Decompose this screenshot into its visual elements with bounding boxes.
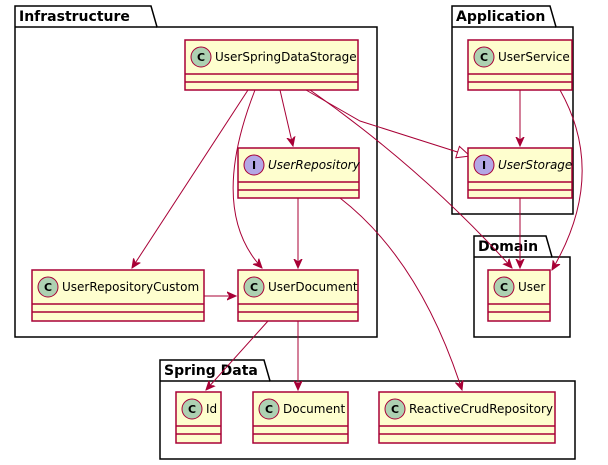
class-document[interactable]: C Document	[252, 391, 349, 444]
stereotype-letter: C	[44, 281, 52, 294]
edge-user-repository-to-reactive-crud-repository	[339, 197, 462, 390]
class-circle-icon: C	[37, 276, 59, 298]
edge-user-spring-data-storage-to-user	[309, 89, 512, 268]
class-reactive-crud-repository[interactable]: C ReactiveCrudRepository	[378, 391, 556, 444]
class-circle-icon: C	[384, 398, 406, 420]
class-name: ReactiveCrudRepository	[409, 402, 553, 416]
stereotype-letter: C	[197, 51, 205, 64]
package-title-domain: Domain	[478, 239, 538, 255]
stereotype-letter: I	[482, 159, 486, 172]
stereotype-letter: C	[188, 403, 196, 416]
class-name: UserRepository	[268, 158, 361, 172]
class-circle-icon: C	[243, 276, 265, 298]
class-name: UserDocument	[268, 280, 358, 294]
class-name: User	[518, 280, 545, 294]
class-user-service[interactable]: C UserService	[467, 39, 573, 91]
stereotype-letter: C	[265, 403, 273, 416]
class-user-repository-custom[interactable]: C UserRepositoryCustom	[31, 269, 205, 322]
stereotype-letter: C	[500, 281, 508, 294]
class-name: UserRepositoryCustom	[62, 280, 199, 294]
package-title-spring-data: Spring Data	[164, 363, 258, 379]
edge-user-service-to-user	[552, 89, 583, 270]
class-circle-icon: C	[258, 398, 280, 420]
class-circle-icon: C	[190, 46, 212, 68]
stereotype-letter: C	[480, 51, 488, 64]
interface-circle-icon: I	[243, 154, 265, 176]
stereotype-letter: C	[250, 281, 258, 294]
class-user-storage[interactable]: I UserStorage	[467, 147, 573, 199]
class-user-document[interactable]: C UserDocument	[237, 269, 359, 322]
edge-user-document-to-id	[206, 320, 269, 390]
class-id[interactable]: C Id	[175, 391, 222, 444]
interface-circle-icon: I	[473, 154, 495, 176]
class-user[interactable]: C User	[487, 269, 551, 322]
edge-user-spring-data-storage-to-user-document	[232, 89, 262, 268]
class-user-repository[interactable]: I UserRepository	[237, 147, 361, 199]
class-name: Document	[283, 402, 345, 416]
class-name: UserSpringDataStorage	[215, 50, 357, 64]
stereotype-letter: I	[252, 159, 256, 172]
class-name: UserService	[498, 50, 570, 64]
package-title-infrastructure: Infrastructure	[19, 9, 130, 25]
class-name: UserStorage	[498, 158, 572, 172]
class-user-spring-data-storage[interactable]: C UserSpringDataStorage	[184, 39, 359, 91]
stereotype-letter: C	[391, 403, 399, 416]
class-name: Id	[206, 402, 217, 416]
class-circle-icon: C	[181, 398, 203, 420]
edge-user-spring-data-storage-to-user-repository-custom	[132, 89, 249, 268]
edge-user-spring-data-storage-to-user-repository	[279, 89, 293, 146]
class-circle-icon: C	[493, 276, 515, 298]
class-circle-icon: C	[473, 46, 495, 68]
package-title-application: Application	[456, 9, 545, 25]
